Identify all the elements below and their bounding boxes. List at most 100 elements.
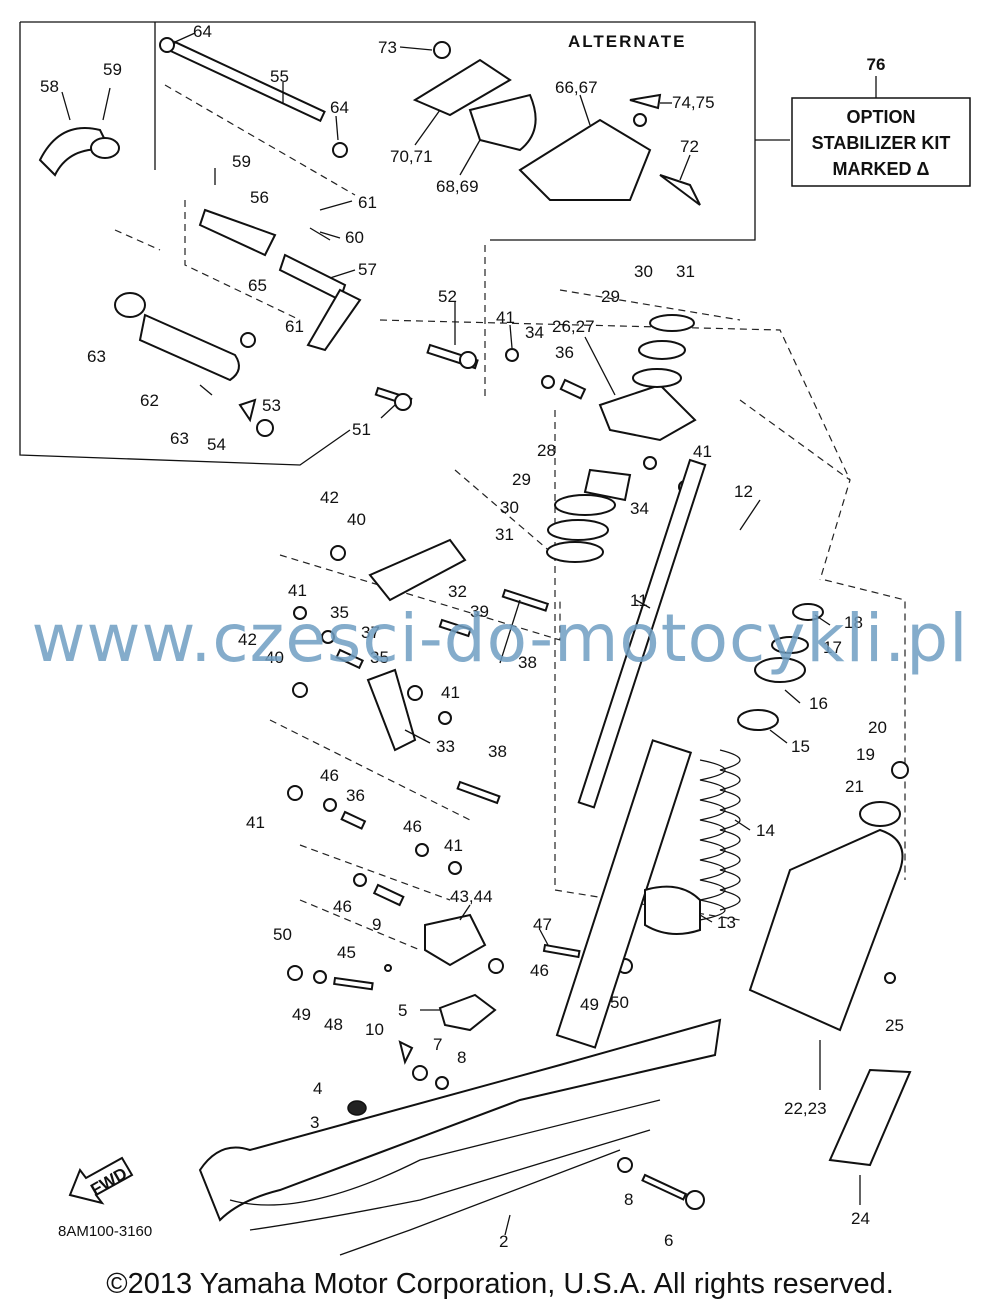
callout: 50 [610, 993, 629, 1012]
callout: 17 [823, 638, 842, 657]
callout: 31 [676, 262, 695, 281]
decal-24 [828, 1068, 912, 1167]
callout: 19 [856, 745, 875, 764]
copyright-notice: ©2013 Yamaha Motor Corporation, U.S.A. A… [106, 1268, 894, 1300]
callout: 63 [87, 347, 106, 366]
dashed-guides [114, 84, 906, 951]
callout: 70,71 [390, 147, 433, 166]
callout: 68,69 [436, 177, 479, 196]
callout: 30 [634, 262, 653, 281]
diagram-code: 8AM100-3160 [58, 1223, 153, 1240]
alternate-parts-group [412, 41, 701, 206]
callout: 36 [555, 343, 574, 362]
callout: 60 [345, 228, 364, 247]
callout: 72 [680, 137, 699, 156]
callout: 73 [378, 38, 397, 57]
callout: 64 [330, 98, 349, 117]
callout: 15 [791, 737, 810, 756]
alternate-label: ALTERNATE [568, 32, 686, 51]
leader-lines [61, 32, 861, 1236]
callout: 61 [285, 317, 304, 336]
callout: 20 [868, 718, 887, 737]
callout: 52 [438, 287, 457, 306]
callout: 43,44 [450, 887, 493, 906]
callout: 46 [320, 766, 339, 785]
callout: 13 [717, 913, 736, 932]
callout: 40 [347, 510, 366, 529]
callout: 55 [270, 67, 289, 86]
callout: 49 [292, 1005, 311, 1024]
callout: 58 [40, 77, 59, 96]
callout: 25 [885, 1016, 904, 1035]
option-box-line2: STABILIZER KIT [812, 133, 951, 153]
callout: 11 [630, 591, 648, 610]
callout: 12 [734, 482, 753, 501]
callout: 51 [352, 420, 371, 439]
callout: 36 [346, 786, 365, 805]
callout: 46 [530, 961, 549, 980]
callout: 63 [170, 429, 189, 448]
callout: 32 [448, 582, 467, 601]
callout: 49 [580, 995, 599, 1014]
callout: 40 [265, 648, 284, 667]
callout: 34 [525, 323, 544, 342]
option-stabilizer-kit-box: 76 OPTION STABILIZER KIT MARKED Δ [791, 55, 971, 187]
callout: 24 [851, 1209, 870, 1228]
forward-direction-arrow: FWD [68, 1156, 134, 1205]
callout: 74,75 [672, 93, 715, 112]
callout: 59 [103, 60, 122, 79]
callout: 2 [499, 1232, 508, 1251]
callout: 39 [470, 602, 489, 621]
callout: 35 [330, 603, 349, 622]
callout: 35 [370, 648, 389, 667]
callout: 50 [273, 925, 292, 944]
callout: 5 [398, 1001, 407, 1020]
callout: 22,23 [784, 1099, 827, 1118]
callout: 41 [444, 836, 463, 855]
shock-absorber-group [555, 458, 909, 1049]
callout: 54 [207, 435, 226, 454]
callout: 29 [601, 287, 620, 306]
callout: 14 [756, 821, 775, 840]
option-box-line3: MARKED Δ [833, 159, 930, 179]
callout: 48 [324, 1015, 343, 1034]
callout: 10 [365, 1020, 384, 1039]
callout: 31 [495, 525, 514, 544]
callout: 34 [630, 499, 649, 518]
ski-group [198, 1018, 722, 1256]
ski-boot-cover [748, 828, 904, 1032]
watermark-text: www.czesci-do-motocykli.pl [31, 600, 969, 677]
callout: 56 [250, 188, 269, 207]
callout: 61 [358, 193, 377, 212]
callout: 42 [238, 630, 257, 649]
callout: 41 [496, 308, 515, 327]
linkage-parts-group [38, 37, 362, 437]
callout: 57 [358, 260, 377, 279]
callout: 4 [313, 1079, 322, 1098]
callout: 59 [232, 152, 251, 171]
callout: 8 [457, 1048, 466, 1067]
callout: 21 [845, 777, 864, 796]
callout: 46 [403, 817, 422, 836]
callout: 47 [533, 915, 552, 934]
callout: 38 [518, 653, 537, 672]
callout: 65 [248, 276, 267, 295]
callout: 41 [246, 813, 265, 832]
callout: 28 [537, 441, 556, 460]
callout: 30 [500, 498, 519, 517]
callout: 45 [337, 943, 356, 962]
callout: 29 [512, 470, 531, 489]
callout: 16 [809, 694, 828, 713]
option-box-line1: OPTION [846, 107, 915, 127]
callout: 8 [624, 1190, 633, 1209]
callout: 42 [320, 488, 339, 507]
callout: 33 [436, 737, 455, 756]
callout: 37 [361, 623, 380, 642]
callout: 41 [441, 683, 460, 702]
callout: 3 [310, 1113, 319, 1132]
callout: 26,27 [552, 317, 595, 336]
mount-parts-group [287, 314, 697, 1134]
alternate-frame [154, 22, 790, 141]
callout-labels: 64 58 59 55 64 73 66,67 74,75 70,71 72 6… [40, 22, 904, 1251]
